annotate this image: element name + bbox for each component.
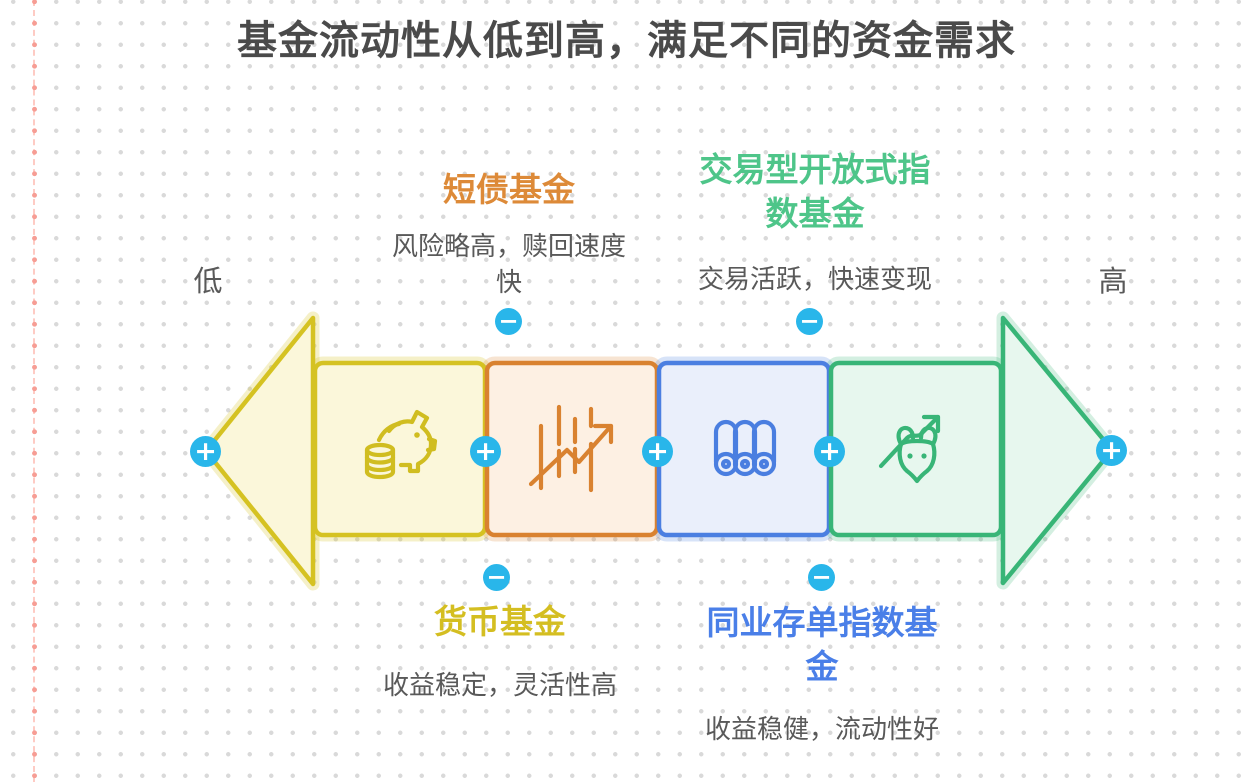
fund-label-shortbond: 短债基金 风险略高，赎回速度 快	[349, 168, 669, 301]
fund-name-line: 货币基金	[434, 602, 566, 641]
liquidity-low-label: 低	[193, 264, 223, 298]
fund-desc-line: 风险略高，赎回速度	[391, 232, 626, 262]
remove-label-button-shortbond[interactable]: −	[495, 308, 522, 335]
margin-line-dots	[30, 0, 39, 782]
liquidity-high-label: 高	[1098, 264, 1128, 298]
segment-cd-index-fund[interactable]	[656, 360, 832, 538]
fund-name-line: 金	[805, 647, 839, 686]
fund-desc-line: 收益稳定，灵活性高	[382, 671, 617, 701]
left-arrowhead[interactable]	[203, 315, 316, 587]
fund-name-shortbond: 短债基金	[349, 168, 669, 212]
fund-name-money: 货币基金	[340, 600, 660, 644]
stock-chart-icon	[528, 404, 614, 493]
diagram-title: 基金流动性从低到高，满足不同的资金需求	[237, 18, 1016, 64]
fund-desc-shortbond: 风险略高，赎回速度 快	[349, 229, 669, 301]
add-node-button-left-tip[interactable]: +	[190, 436, 221, 467]
fund-name-line: 同业存单指数基	[706, 603, 938, 642]
fund-desc-money: 收益稳定，灵活性高	[340, 668, 660, 704]
fund-name-etf: 交易型开放式指 数基金	[679, 148, 951, 236]
remove-label-button-etf[interactable]: −	[796, 308, 823, 335]
fund-desc-line: 快	[495, 268, 522, 298]
add-node-button-junction-2[interactable]: +	[642, 436, 673, 467]
add-node-button-junction-3[interactable]: +	[814, 436, 845, 467]
fund-desc-cd: 收益稳健，流动性好	[686, 712, 958, 748]
segment-etf-fund[interactable]	[828, 360, 1004, 538]
fund-desc-line: 收益稳健，流动性好	[704, 715, 939, 745]
deposit-certificates-icon	[713, 419, 777, 477]
fund-name-line: 交易型开放式指	[699, 150, 931, 189]
fund-name-line: 数基金	[765, 194, 865, 233]
fund-label-money: 货币基金 收益稳定，灵活性高	[340, 600, 660, 704]
segment-shortbond-fund[interactable]	[484, 360, 660, 538]
fund-desc-etf: 交易活跃，快速变现	[679, 262, 951, 298]
segment-money-fund[interactable]	[312, 360, 488, 538]
remove-label-button-money[interactable]: −	[483, 564, 510, 591]
remove-label-button-cd[interactable]: −	[808, 564, 835, 591]
bull-market-icon	[878, 414, 941, 484]
fund-name-line: 短债基金	[443, 170, 575, 209]
fund-label-cd: 同业存单指数基 金 收益稳健，流动性好	[686, 601, 958, 748]
piggy-bank-icon	[364, 409, 438, 480]
fund-desc-line: 交易活跃，快速变现	[697, 265, 932, 295]
add-node-button-junction-1[interactable]: +	[470, 436, 501, 467]
fund-name-cd: 同业存单指数基 金	[686, 601, 958, 689]
fund-label-etf: 交易型开放式指 数基金 交易活跃，快速变现	[679, 148, 951, 298]
add-node-button-right-tip[interactable]: +	[1096, 435, 1127, 466]
